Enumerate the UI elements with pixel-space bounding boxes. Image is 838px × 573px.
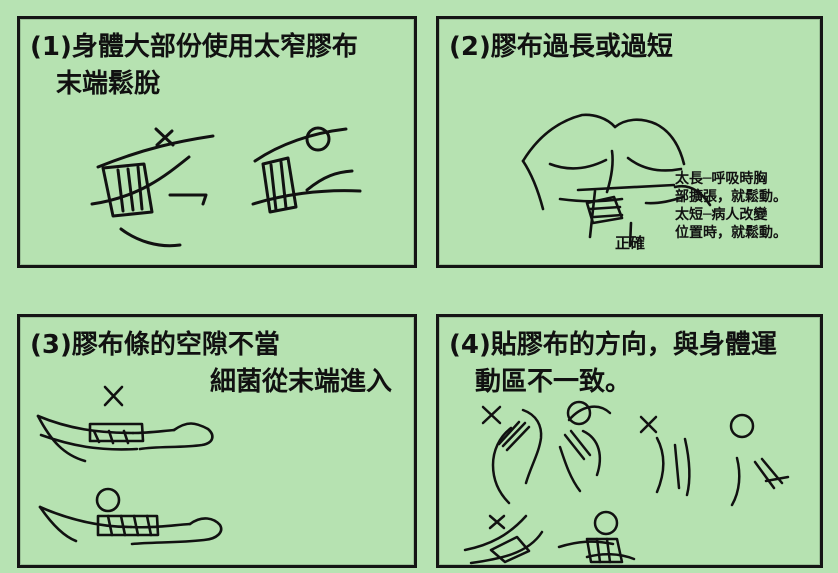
panel-4-title-line-2: 動區不一致。 <box>475 367 632 397</box>
panel-2-note-line-1: 太長─呼吸時胸 <box>675 171 768 187</box>
panel-1-illustration <box>90 126 362 248</box>
panel-3-illustration <box>36 385 223 546</box>
panel-2-note-line-3: 太短─病人改變 <box>675 207 768 223</box>
panel-4: (4)貼膠布的方向，與身體運 動區不一致。 <box>436 314 823 568</box>
panel-2-note-line-4: 位置時，就鬆動。 <box>675 225 787 241</box>
panel-4-illustration <box>463 400 790 565</box>
panel-2-illustration <box>521 113 712 248</box>
panel-3-title-line-2: 細菌從末端進入 <box>210 367 393 397</box>
panel-3-title-line-1: (3)膠布條的空隙不當 <box>30 330 280 360</box>
panel-1-title-line-2: 末端鬆脫 <box>56 69 161 99</box>
panel-3: (3)膠布條的空隙不當 細菌從末端進入 <box>17 314 417 568</box>
panel-1: (1)身體大部份使用太窄膠布 末端鬆脫 <box>17 16 417 268</box>
panel-1-title-line-1: (1)身體大部份使用太窄膠布 <box>30 32 358 62</box>
panel-2-correct-label: 正確 <box>615 234 646 252</box>
panel-2-note-line-2: 部擴張，就鬆動。 <box>675 189 787 205</box>
panel-2: (2)膠布過長或過短 太長─呼吸時胸 部擴張，就鬆動。 太短─病人改變 位置時，… <box>436 16 823 268</box>
panel-2-title: (2)膠布過長或過短 <box>449 32 673 62</box>
panel-4-title-line-1: (4)貼膠布的方向，與身體運 <box>449 330 777 360</box>
